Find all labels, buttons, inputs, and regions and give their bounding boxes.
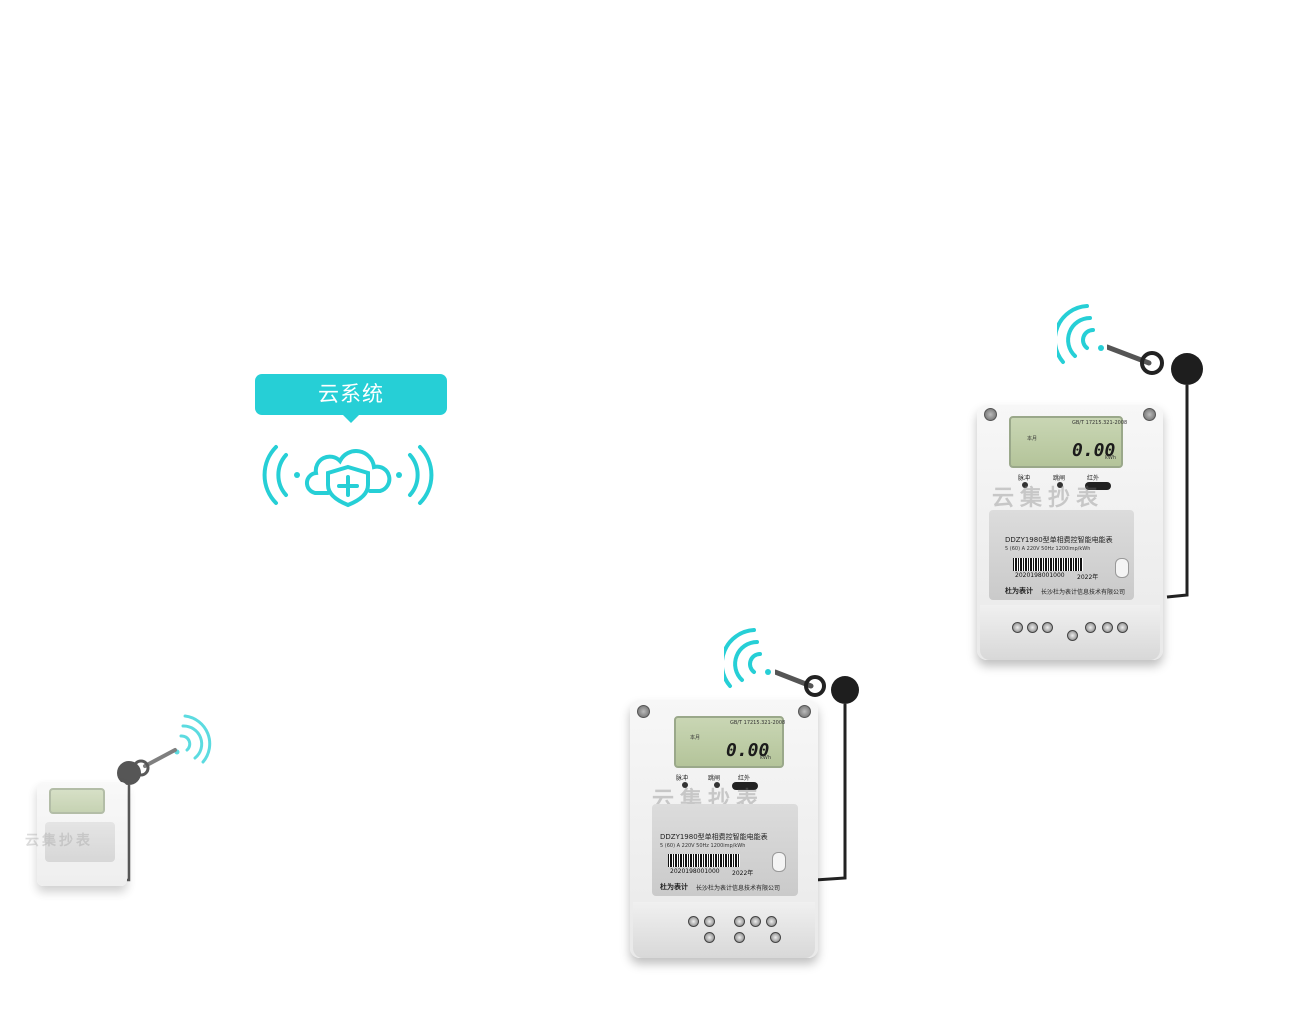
terminal-screw bbox=[704, 916, 715, 927]
terminal-screw bbox=[734, 916, 745, 927]
nameplate bbox=[989, 510, 1134, 600]
meter-year: 2022年 bbox=[1077, 574, 1099, 581]
button-label: 跳闸 bbox=[708, 775, 721, 782]
screw bbox=[984, 408, 997, 421]
lcd-status: 本月 bbox=[1027, 436, 1038, 442]
terminal-screw bbox=[1027, 622, 1038, 633]
wifi-signal-icon bbox=[174, 714, 212, 764]
terminal-screw bbox=[1085, 622, 1096, 633]
terminal-screw bbox=[734, 932, 745, 943]
meter-spec: 5 (60) A 220V 50Hz 1200imp/kWh bbox=[1005, 546, 1091, 552]
terminal-screw bbox=[770, 932, 781, 943]
screw bbox=[798, 705, 811, 718]
brand-logo: 杜为表计 bbox=[660, 883, 688, 891]
smart-meter-medium: GB/T 17215.321-2008 0.00 kWh 本月 脉冲 跳闸 红外… bbox=[630, 624, 862, 964]
trip-led bbox=[714, 782, 720, 788]
barcode bbox=[668, 854, 740, 867]
meter-reading: 0.00 bbox=[726, 740, 770, 761]
terminal-screw bbox=[750, 916, 761, 927]
smart-meter-small: 云集抄表 bbox=[25, 710, 215, 890]
terminal-screw bbox=[1012, 622, 1023, 633]
terminal-screw bbox=[1042, 622, 1053, 633]
antenna-icon bbox=[775, 669, 859, 882]
screw bbox=[637, 705, 650, 718]
seal-button bbox=[1115, 558, 1129, 578]
infrared-port bbox=[1085, 482, 1111, 490]
barcode bbox=[1013, 558, 1083, 571]
meter-unit: kWh bbox=[760, 755, 772, 761]
button-label: 红外 bbox=[738, 775, 751, 782]
company-name: 长沙杜为表计信息技术有限公司 bbox=[1041, 589, 1126, 596]
screw bbox=[1143, 408, 1156, 421]
pulse-led bbox=[682, 782, 688, 788]
watermark: 云集抄表 bbox=[992, 486, 1105, 511]
nameplate bbox=[45, 822, 115, 862]
smart-meter-large: GB/T 17215.321-2008 0.00 kWh 本月 脉冲 跳闸 红外… bbox=[977, 300, 1207, 670]
terminal-screw bbox=[766, 916, 777, 927]
meter-unit: kWh bbox=[1105, 455, 1117, 461]
terminal-screw bbox=[1102, 622, 1113, 633]
meter-model: DDZY1980型单相费控智能电能表 bbox=[660, 833, 768, 841]
terminal-block bbox=[633, 902, 815, 958]
meter-serial: 2020198001000 bbox=[1015, 572, 1065, 579]
meter-standard: GB/T 17215.321-2008 bbox=[730, 720, 786, 726]
company-name: 长沙杜为表计信息技术有限公司 bbox=[696, 885, 781, 892]
lcd-display bbox=[1009, 416, 1123, 468]
brand-logo: 杜为表计 bbox=[1005, 587, 1033, 595]
terminal-screw bbox=[688, 916, 699, 927]
cloud-system-label: 云系统 bbox=[255, 374, 447, 423]
wifi-signal-icon bbox=[724, 628, 771, 688]
terminal-screw bbox=[704, 932, 715, 943]
button-label: 跳闸 bbox=[1053, 475, 1066, 482]
cloud-shield-icon bbox=[262, 445, 434, 508]
button-label: 脉冲 bbox=[676, 775, 689, 782]
watermark: 云集抄表 bbox=[25, 833, 93, 849]
meter-year: 2022年 bbox=[732, 870, 754, 877]
terminal-screw bbox=[1067, 630, 1078, 641]
nameplate bbox=[652, 804, 798, 896]
trip-led bbox=[1057, 482, 1063, 488]
lcd-display bbox=[674, 716, 784, 768]
lcd-status: 本月 bbox=[690, 735, 701, 741]
antenna-icon bbox=[1107, 344, 1203, 599]
meter-model: DDZY1980型单相费控智能电能表 bbox=[1005, 536, 1113, 544]
seal-button bbox=[772, 852, 786, 872]
meter-standard: GB/T 17215.321-2008 bbox=[1072, 420, 1128, 426]
button-label: 脉冲 bbox=[1018, 475, 1031, 482]
lcd-display bbox=[49, 788, 105, 814]
infrared-port bbox=[732, 782, 758, 790]
meter-reading: 0.00 bbox=[1072, 440, 1116, 461]
wifi-signal-icon bbox=[1057, 304, 1104, 364]
terminal-screw bbox=[1117, 622, 1128, 633]
button-label: 红外 bbox=[1087, 475, 1100, 482]
pulse-led bbox=[1022, 482, 1028, 488]
meter-serial: 2020198001000 bbox=[670, 868, 720, 875]
meter-spec: 5 (60) A 220V 50Hz 1200imp/kWh bbox=[660, 843, 746, 849]
